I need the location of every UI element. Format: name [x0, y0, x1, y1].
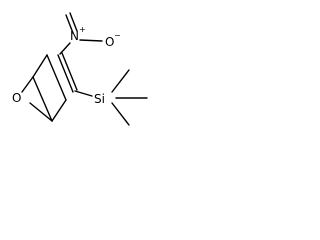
bond-oxygen-to-bridge-right [29, 102, 53, 122]
silicon-label: Si [94, 92, 105, 106]
nitrogen-charge-label: + [79, 25, 86, 34]
bond-nitrogen-to-oxygen-single [79, 39, 103, 42]
bond-bridge-left-to-oxygen [21, 76, 34, 93]
bridge-oxygen-label: O [12, 91, 21, 105]
bond-ring-bottom-to-bridgehead-left [32, 76, 53, 122]
bond-double-ring-line-2 [61, 52, 78, 91]
bond-silicon-to-methyl-bottom [111, 102, 130, 126]
bond-nitrogen-to-oxygen-double-1 [65, 14, 74, 34]
nitro-oxygen-charge-label: − [114, 31, 121, 40]
bond-nitrogen-to-oxygen-double-2 [69, 12, 78, 32]
bond-bridgehead-left-to-ring-top [32, 54, 48, 78]
bond-bridgehead-right-to-ring-bottom [51, 99, 67, 122]
bond-ring-top-to-bridgehead-right [46, 54, 67, 101]
structure-diagram: N + O − O Si [12, 12, 148, 126]
bond-silicon-to-methyl-top [111, 69, 130, 93]
bond-ring-to-nitrogen [59, 42, 71, 55]
bond-ring-to-silicon [74, 90, 93, 97]
nitro-oxygen-label: O [105, 35, 114, 49]
bond-double-ring-line-1 [57, 54, 74, 93]
nitrogen-label: N [70, 29, 79, 43]
